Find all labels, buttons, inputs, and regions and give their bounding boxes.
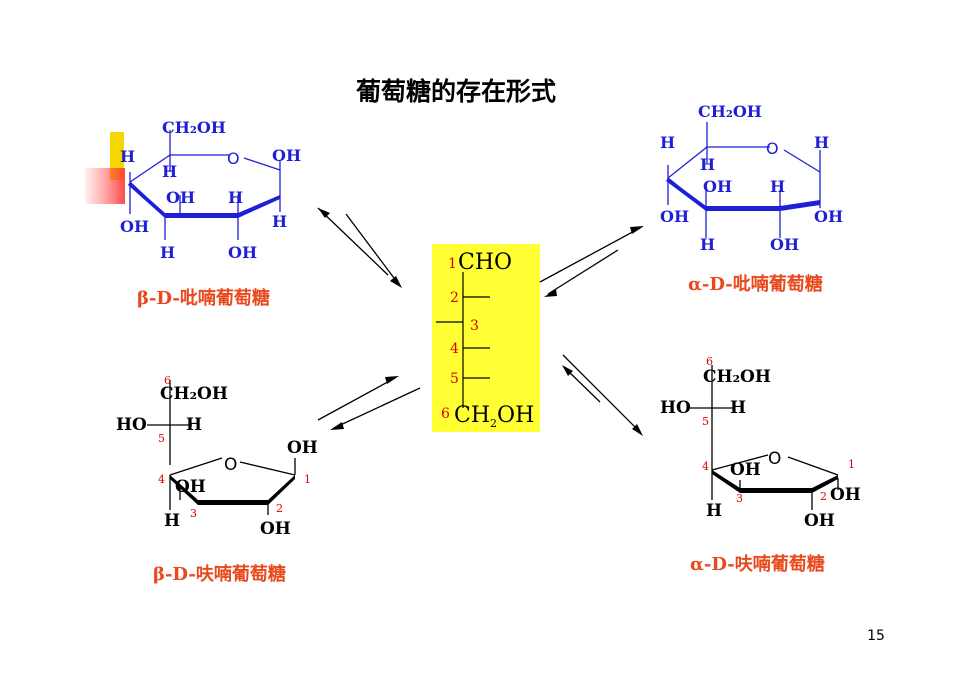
beta-furanose-label: OH: [175, 477, 206, 497]
alpha-furanose-number-4: 4: [702, 460, 709, 473]
beta-furanose-number-4: 4: [158, 473, 165, 486]
alpha-furanose-ho: HO: [660, 398, 691, 418]
alpha-furanose-ch2oh: CH₂OH: [703, 367, 771, 387]
alpha-furanose-ring-o: O: [768, 449, 781, 469]
beta-pyranose-ch2oh: CH₂OH: [162, 118, 226, 137]
alpha-pyranose-label: H: [814, 133, 829, 152]
equilibrium-arrow-bottom-left: [317, 376, 421, 430]
beta-furanose-caption: β-D-呋喃葡萄糖: [153, 563, 286, 585]
page-number: 15: [867, 628, 885, 644]
red-accent-block: [85, 168, 125, 204]
alpha-pyranose-label: OH: [814, 207, 843, 226]
beta-furanose-ring-o: O: [224, 455, 237, 475]
alpha-furanose-label: H: [730, 398, 746, 418]
beta-pyranose-label: OH: [120, 217, 149, 236]
alpha-furanose-structure: 6 CH₂OH HO H 5 O 4 OH 1 3 2 OH H OH α-D-…: [660, 355, 861, 575]
beta-furanose-number-1: 1: [304, 473, 311, 486]
alpha-pyranose-structure: CH₂OH O H H H OH H OH OH H OH α-D-吡喃葡萄糖: [660, 102, 843, 295]
beta-pyranose-label: OH: [272, 146, 301, 165]
alpha-furanose-number-3: 3: [736, 492, 743, 505]
alpha-pyranose-label: OH: [703, 177, 732, 196]
chain-number-5: 5: [450, 371, 459, 387]
alpha-furanose-label: OH: [730, 460, 761, 480]
beta-pyranose-label: H: [228, 188, 243, 207]
beta-furanose-ho: HO: [116, 415, 147, 435]
equilibrium-arrow-bottom-right: [562, 354, 643, 436]
beta-pyranose-label: H: [120, 147, 135, 166]
alpha-furanose-caption: α-D-呋喃葡萄糖: [690, 553, 825, 575]
equilibrium-arrow-top-left: [317, 207, 402, 288]
chain-cho: CHO: [458, 250, 512, 275]
alpha-furanose-number-5: 5: [702, 415, 709, 428]
alpha-furanose-number-6: 6: [706, 355, 713, 368]
alpha-pyranose-label: H: [770, 177, 785, 196]
beta-furanose-label: OH: [260, 519, 291, 539]
chain-number-1: 1: [448, 256, 457, 272]
equilibrium-arrows: [317, 207, 644, 436]
alpha-furanose-label: OH: [830, 485, 861, 505]
beta-furanose-number-2: 2: [276, 502, 283, 515]
open-chain-glucose: 1 CHO 2 3 4 5 6 CH2OH: [432, 244, 540, 432]
slide-decoration: [85, 132, 665, 204]
beta-furanose-structure: 6 CH₂OH HO H 5 O OH 4 OH 1 3 2 H OH β-D-…: [116, 374, 318, 585]
beta-furanose-label: H: [186, 415, 202, 435]
beta-furanose-ch2oh: CH₂OH: [160, 384, 228, 404]
beta-pyranose-ring-o: O: [227, 149, 240, 168]
alpha-pyranose-label: H: [700, 235, 715, 254]
chain-ch2oh: CH2OH: [454, 403, 534, 430]
alpha-pyranose-label: H: [700, 155, 715, 174]
beta-furanose-number-5: 5: [158, 432, 165, 445]
alpha-pyranose-ch2oh: CH₂OH: [698, 102, 762, 121]
beta-pyranose-label: H: [160, 243, 175, 262]
chain-number-6: 6: [441, 406, 450, 422]
chain-highlight: [432, 244, 540, 432]
alpha-furanose-number-1: 1: [848, 458, 855, 471]
beta-furanose-label: OH: [287, 438, 318, 458]
beta-pyranose-label: OH: [166, 188, 195, 207]
alpha-furanose-number-2: 2: [820, 490, 827, 503]
slide-title: 葡萄糖的存在形式: [355, 77, 556, 106]
alpha-pyranose-label: H: [660, 133, 675, 152]
beta-pyranose-label: H: [272, 212, 287, 231]
beta-pyranose-caption: β-D-吡喃葡萄糖: [137, 287, 270, 309]
beta-furanose-number-6: 6: [164, 374, 171, 387]
beta-furanose-number-3: 3: [190, 507, 197, 520]
beta-furanose-label: H: [164, 511, 180, 531]
equilibrium-arrow-top-right: [539, 226, 644, 297]
beta-pyranose-label: H: [162, 162, 177, 181]
chain-number-2: 2: [450, 290, 459, 306]
beta-pyranose-structure: CH₂OH O H H OH OH H OH H H OH β-D-吡喃葡萄糖: [120, 118, 301, 309]
beta-pyranose-label: OH: [228, 243, 257, 262]
alpha-pyranose-ring-o: O: [766, 139, 779, 158]
alpha-furanose-label: OH: [804, 511, 835, 531]
alpha-furanose-label: H: [706, 501, 722, 521]
alpha-pyranose-caption: α-D-吡喃葡萄糖: [688, 273, 823, 295]
chain-number-3: 3: [470, 318, 479, 334]
alpha-pyranose-label: OH: [660, 207, 689, 226]
alpha-pyranose-label: OH: [770, 235, 799, 254]
chain-number-4: 4: [450, 341, 459, 357]
